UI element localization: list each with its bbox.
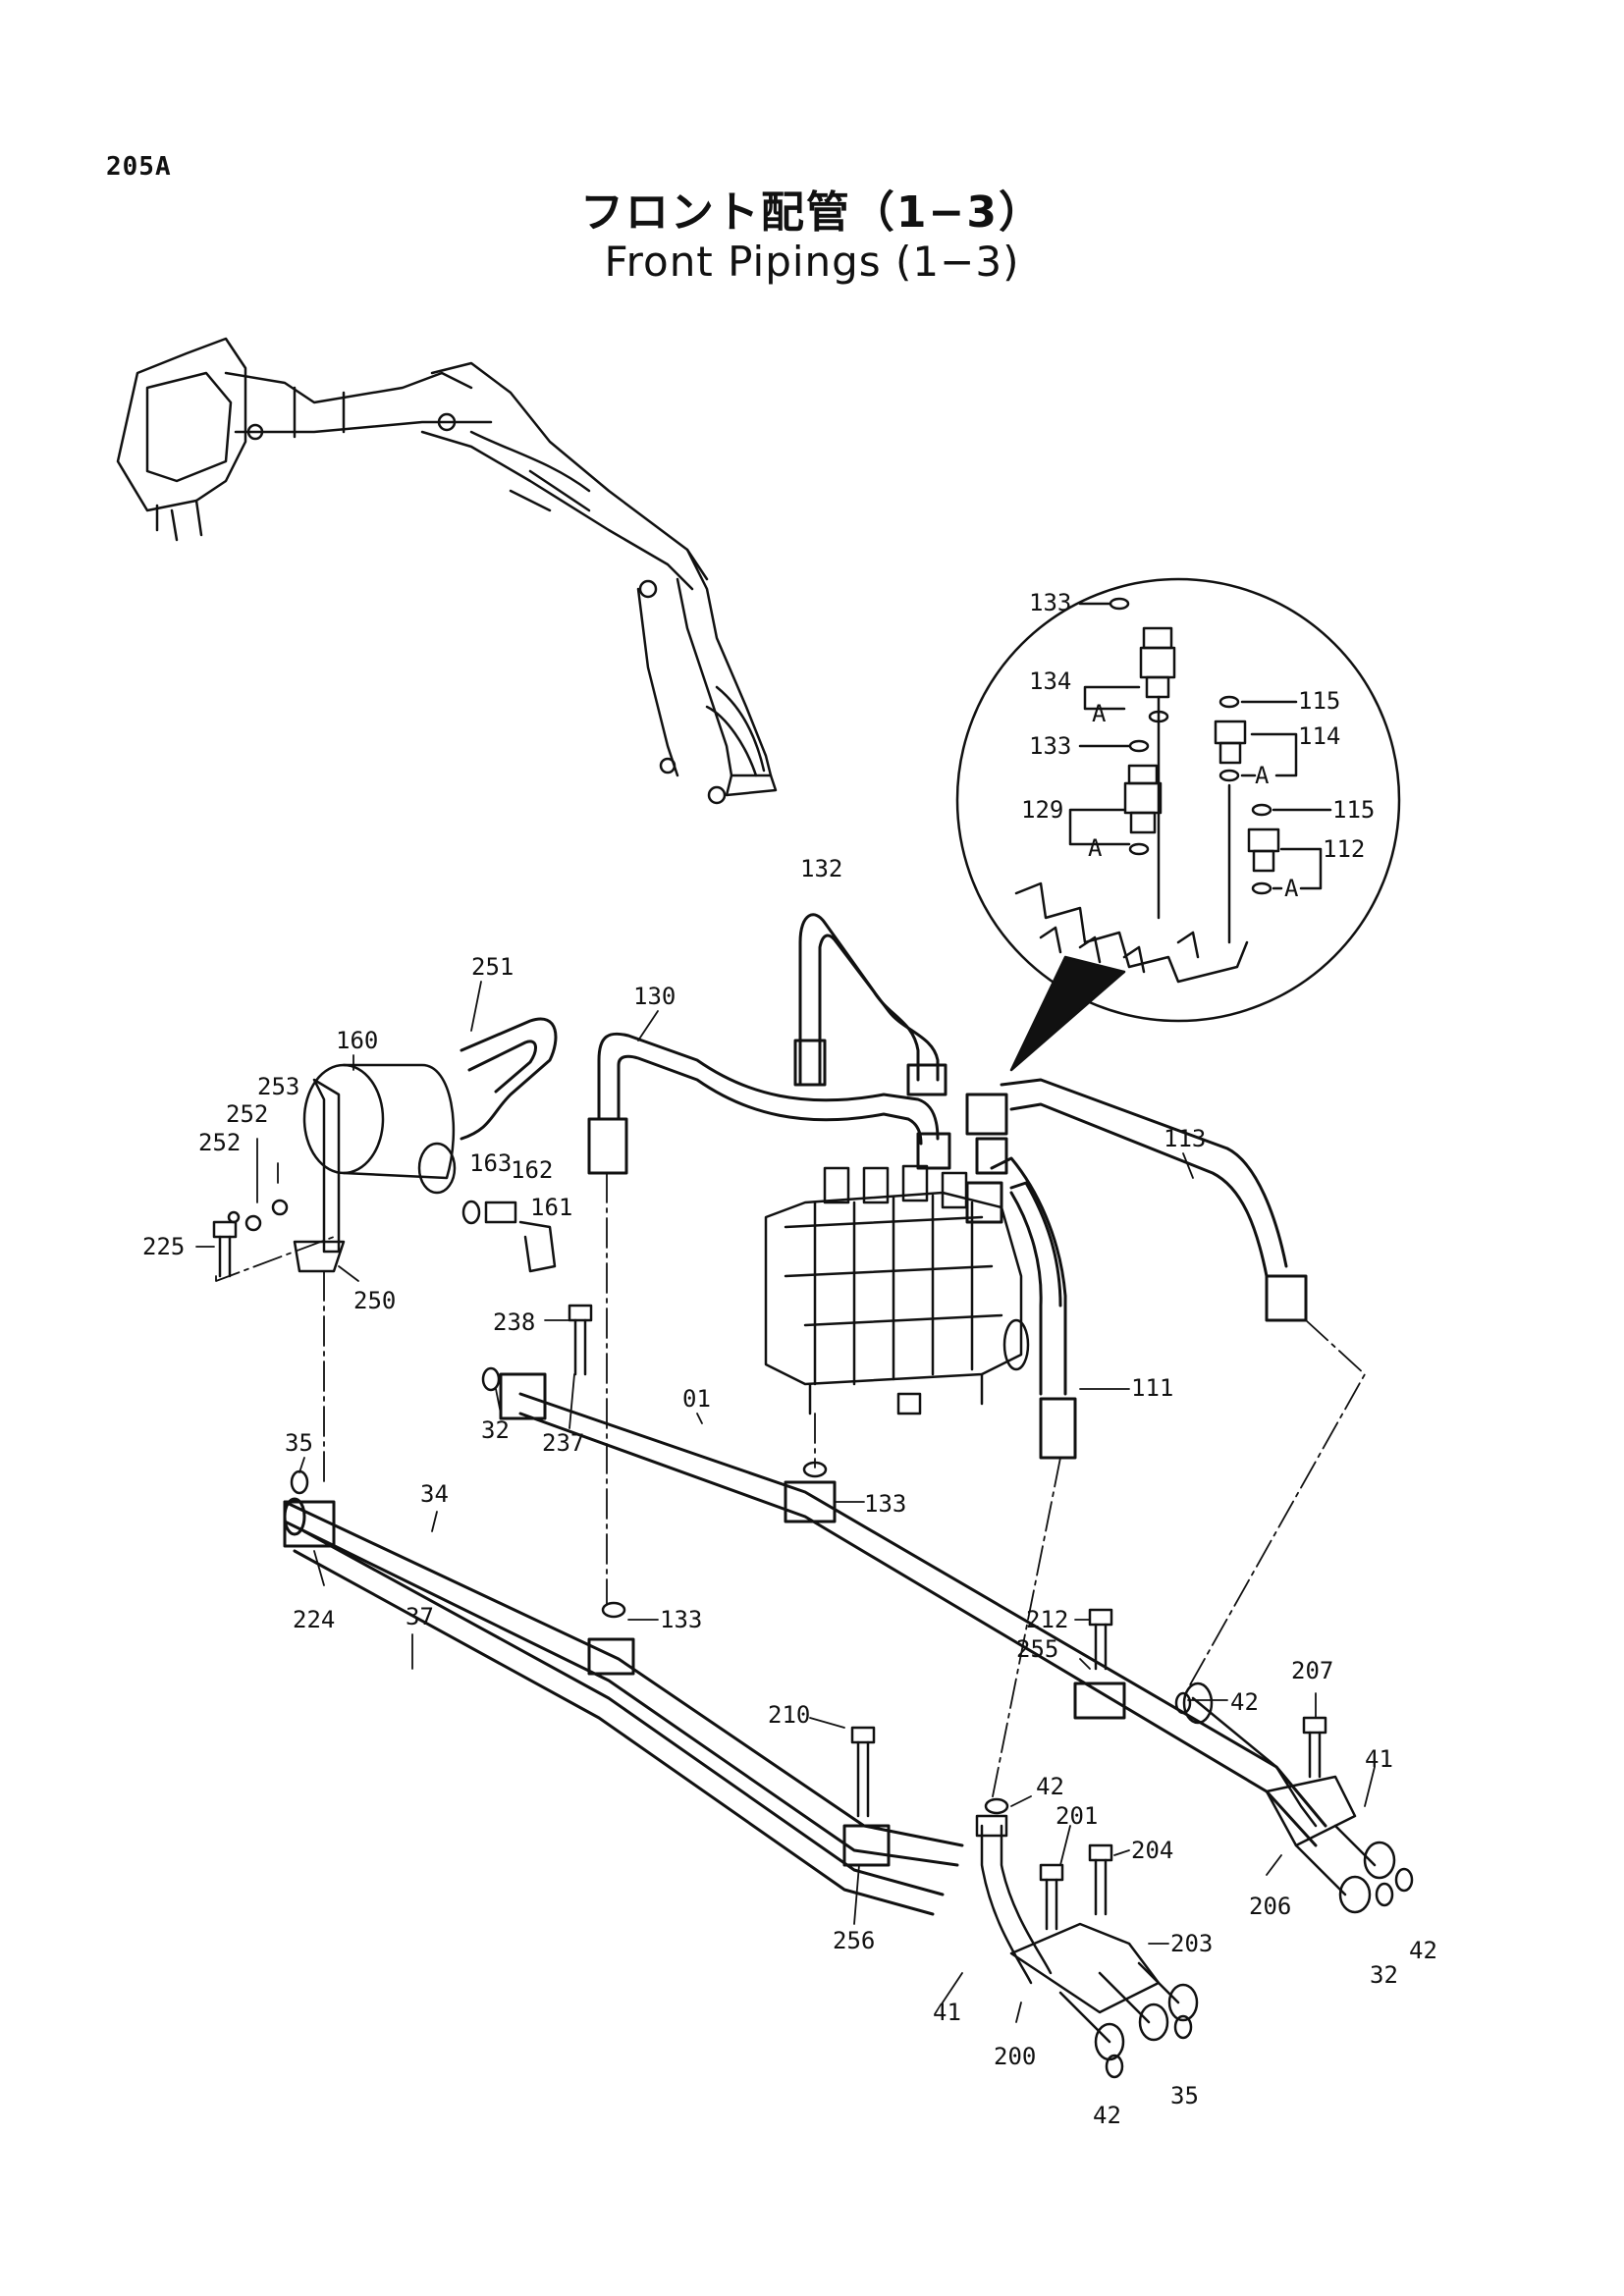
label-42: 42: [1230, 1688, 1259, 1716]
label-200: 200: [994, 2043, 1036, 2070]
label-41: 41: [1365, 1745, 1393, 1773]
label-210: 210: [768, 1701, 810, 1729]
excavator-front-illustration: [116, 337, 778, 805]
label-253: 253: [257, 1073, 299, 1100]
title-english: Front Pipings (1−3): [604, 238, 1020, 286]
label-132: 132: [800, 855, 842, 882]
label-204: 204: [1131, 1837, 1173, 1864]
label-203: 203: [1170, 1930, 1213, 1957]
part-labels: 133 134 A 133 129 A 115 114 A 115 112 A …: [142, 589, 1437, 2129]
label-42: 42: [1409, 1937, 1437, 1964]
fittings-right: [975, 1682, 1396, 2061]
label-201: 201: [1056, 1802, 1098, 1830]
label-113: 113: [1164, 1125, 1206, 1152]
label-256: 256: [833, 1927, 875, 1954]
label-112: 112: [1323, 835, 1365, 863]
hose-113: [965, 1078, 1308, 1322]
label-133: 133: [1029, 732, 1071, 760]
label-A: A: [1088, 834, 1103, 862]
hose-132: [793, 913, 947, 1096]
label-114: 114: [1298, 722, 1340, 750]
label-130: 130: [633, 983, 676, 1010]
label-206: 206: [1249, 1893, 1291, 1920]
pipes-01-34-37: [283, 1372, 1327, 1916]
label-133: 133: [660, 1606, 702, 1633]
bolts: [212, 1199, 1327, 1931]
label-34: 34: [420, 1480, 449, 1508]
label-129: 129: [1021, 796, 1063, 824]
hose-130: [587, 1032, 951, 1175]
label-35: 35: [1170, 2082, 1199, 2109]
label-32: 32: [481, 1416, 510, 1444]
label-252: 252: [198, 1129, 241, 1156]
label-160: 160: [336, 1027, 378, 1054]
label-238: 238: [493, 1308, 535, 1336]
connector-lines: [215, 1172, 1366, 1802]
label-133: 133: [864, 1490, 906, 1518]
accumulator-160: [293, 1063, 457, 1273]
label-42: 42: [1036, 1773, 1064, 1800]
label-224: 224: [293, 1606, 335, 1633]
title-japanese: フロント配管（1−3）: [579, 187, 1045, 238]
label-207: 207: [1291, 1657, 1333, 1684]
label-37: 37: [406, 1603, 434, 1630]
label-A: A: [1092, 700, 1107, 727]
label-42: 42: [1093, 2102, 1121, 2129]
label-212: 212: [1026, 1606, 1068, 1633]
label-133: 133: [1029, 589, 1071, 616]
label-225: 225: [142, 1233, 185, 1260]
label-A: A: [1255, 762, 1270, 789]
label-161: 161: [530, 1194, 572, 1221]
label-01: 01: [682, 1385, 711, 1413]
label-111: 111: [1131, 1374, 1173, 1402]
label-162: 162: [511, 1156, 553, 1184]
control-valve: [764, 1164, 1030, 1415]
fittings-161-163: [461, 1200, 557, 1273]
label-115: 115: [1298, 687, 1340, 715]
label-115: 115: [1332, 796, 1375, 824]
label-251: 251: [471, 953, 514, 981]
label-252: 252: [226, 1100, 268, 1128]
detail-circle: [955, 577, 1401, 1072]
label-32: 32: [1370, 1961, 1398, 1989]
leader-lines: [195, 981, 1376, 2023]
label-250: 250: [353, 1287, 396, 1314]
label-237: 237: [542, 1429, 584, 1457]
hose-111: [965, 1137, 1077, 1460]
o-rings: [290, 1366, 1414, 2079]
label-A: A: [1284, 875, 1299, 902]
label-41: 41: [933, 1999, 961, 2026]
label-134: 134: [1029, 667, 1071, 695]
label-255: 255: [1016, 1635, 1058, 1663]
page-code: 205A: [106, 152, 172, 182]
label-163: 163: [469, 1149, 512, 1177]
label-35: 35: [285, 1429, 313, 1457]
hose-251-ubolt: [460, 1017, 558, 1141]
